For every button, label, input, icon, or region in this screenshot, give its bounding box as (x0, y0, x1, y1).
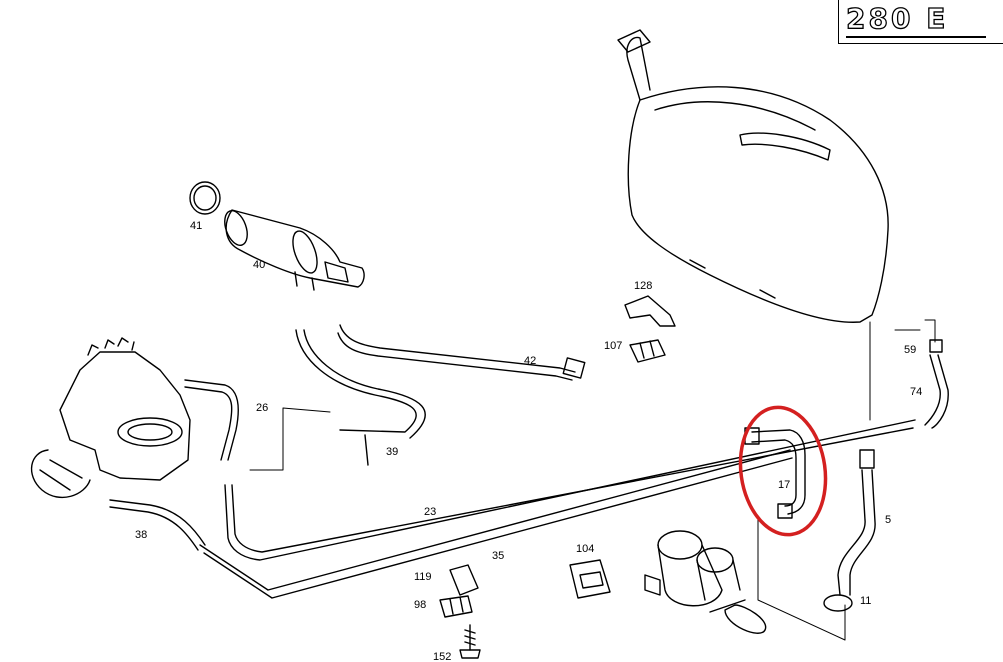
model-badge-underline (846, 36, 986, 38)
callout-42: 42 (524, 355, 536, 367)
fuel-line-35 (199, 449, 793, 599)
callout-74: 74 (910, 386, 922, 398)
callout-5: 5 (885, 514, 891, 526)
callout-11: 11 (860, 595, 871, 607)
callout-39: 39 (386, 446, 398, 458)
callout-17: 17 (778, 479, 790, 491)
callout-41: 41 (190, 220, 202, 232)
callout-107: 107 (604, 340, 622, 352)
sealing-ring (189, 181, 221, 215)
fuel-line-38 (109, 499, 206, 551)
callout-38: 38 (135, 529, 147, 541)
callout-128: 128 (634, 280, 652, 292)
callout-104: 104 (576, 543, 594, 555)
callout-40: 40 (253, 259, 265, 271)
callout-59: 59 (904, 344, 916, 356)
model-badge-frame (838, 0, 1003, 44)
callout-119: 119 (414, 571, 432, 583)
clip-107 (629, 339, 666, 363)
fuel-hose-17 (744, 427, 806, 519)
callout-26: 26 (256, 402, 268, 414)
fuel-line-26 (184, 379, 239, 461)
callout-152: 152 (433, 651, 451, 662)
fuel-filter (644, 530, 767, 634)
callout-35: 35 (492, 550, 504, 562)
callout-labels: 41 40 42 26 39 38 23 35 119 98 152 104 1… (135, 220, 922, 662)
fuel-pump (224, 209, 365, 291)
bracket-128 (624, 295, 676, 327)
fuel-hose-5 (837, 449, 876, 596)
model-badge: 280 E (845, 1, 949, 35)
clamp-119 (449, 564, 479, 596)
fuel-distributor (30, 337, 191, 499)
callout-23: 23 (424, 506, 436, 518)
callout-98: 98 (414, 599, 426, 611)
screw-152 (459, 624, 481, 659)
leader-lines (249, 319, 936, 641)
fuel-tank (617, 29, 889, 323)
clip-98 (439, 595, 473, 618)
highlight-circle (738, 405, 828, 537)
vent-hose-74 (924, 339, 949, 429)
damper-104 (569, 559, 611, 599)
fuel-line-39 (295, 329, 426, 466)
fuel-line-42 (337, 324, 586, 381)
hose-clamp (823, 594, 853, 612)
fuel-line-23 (224, 419, 916, 561)
